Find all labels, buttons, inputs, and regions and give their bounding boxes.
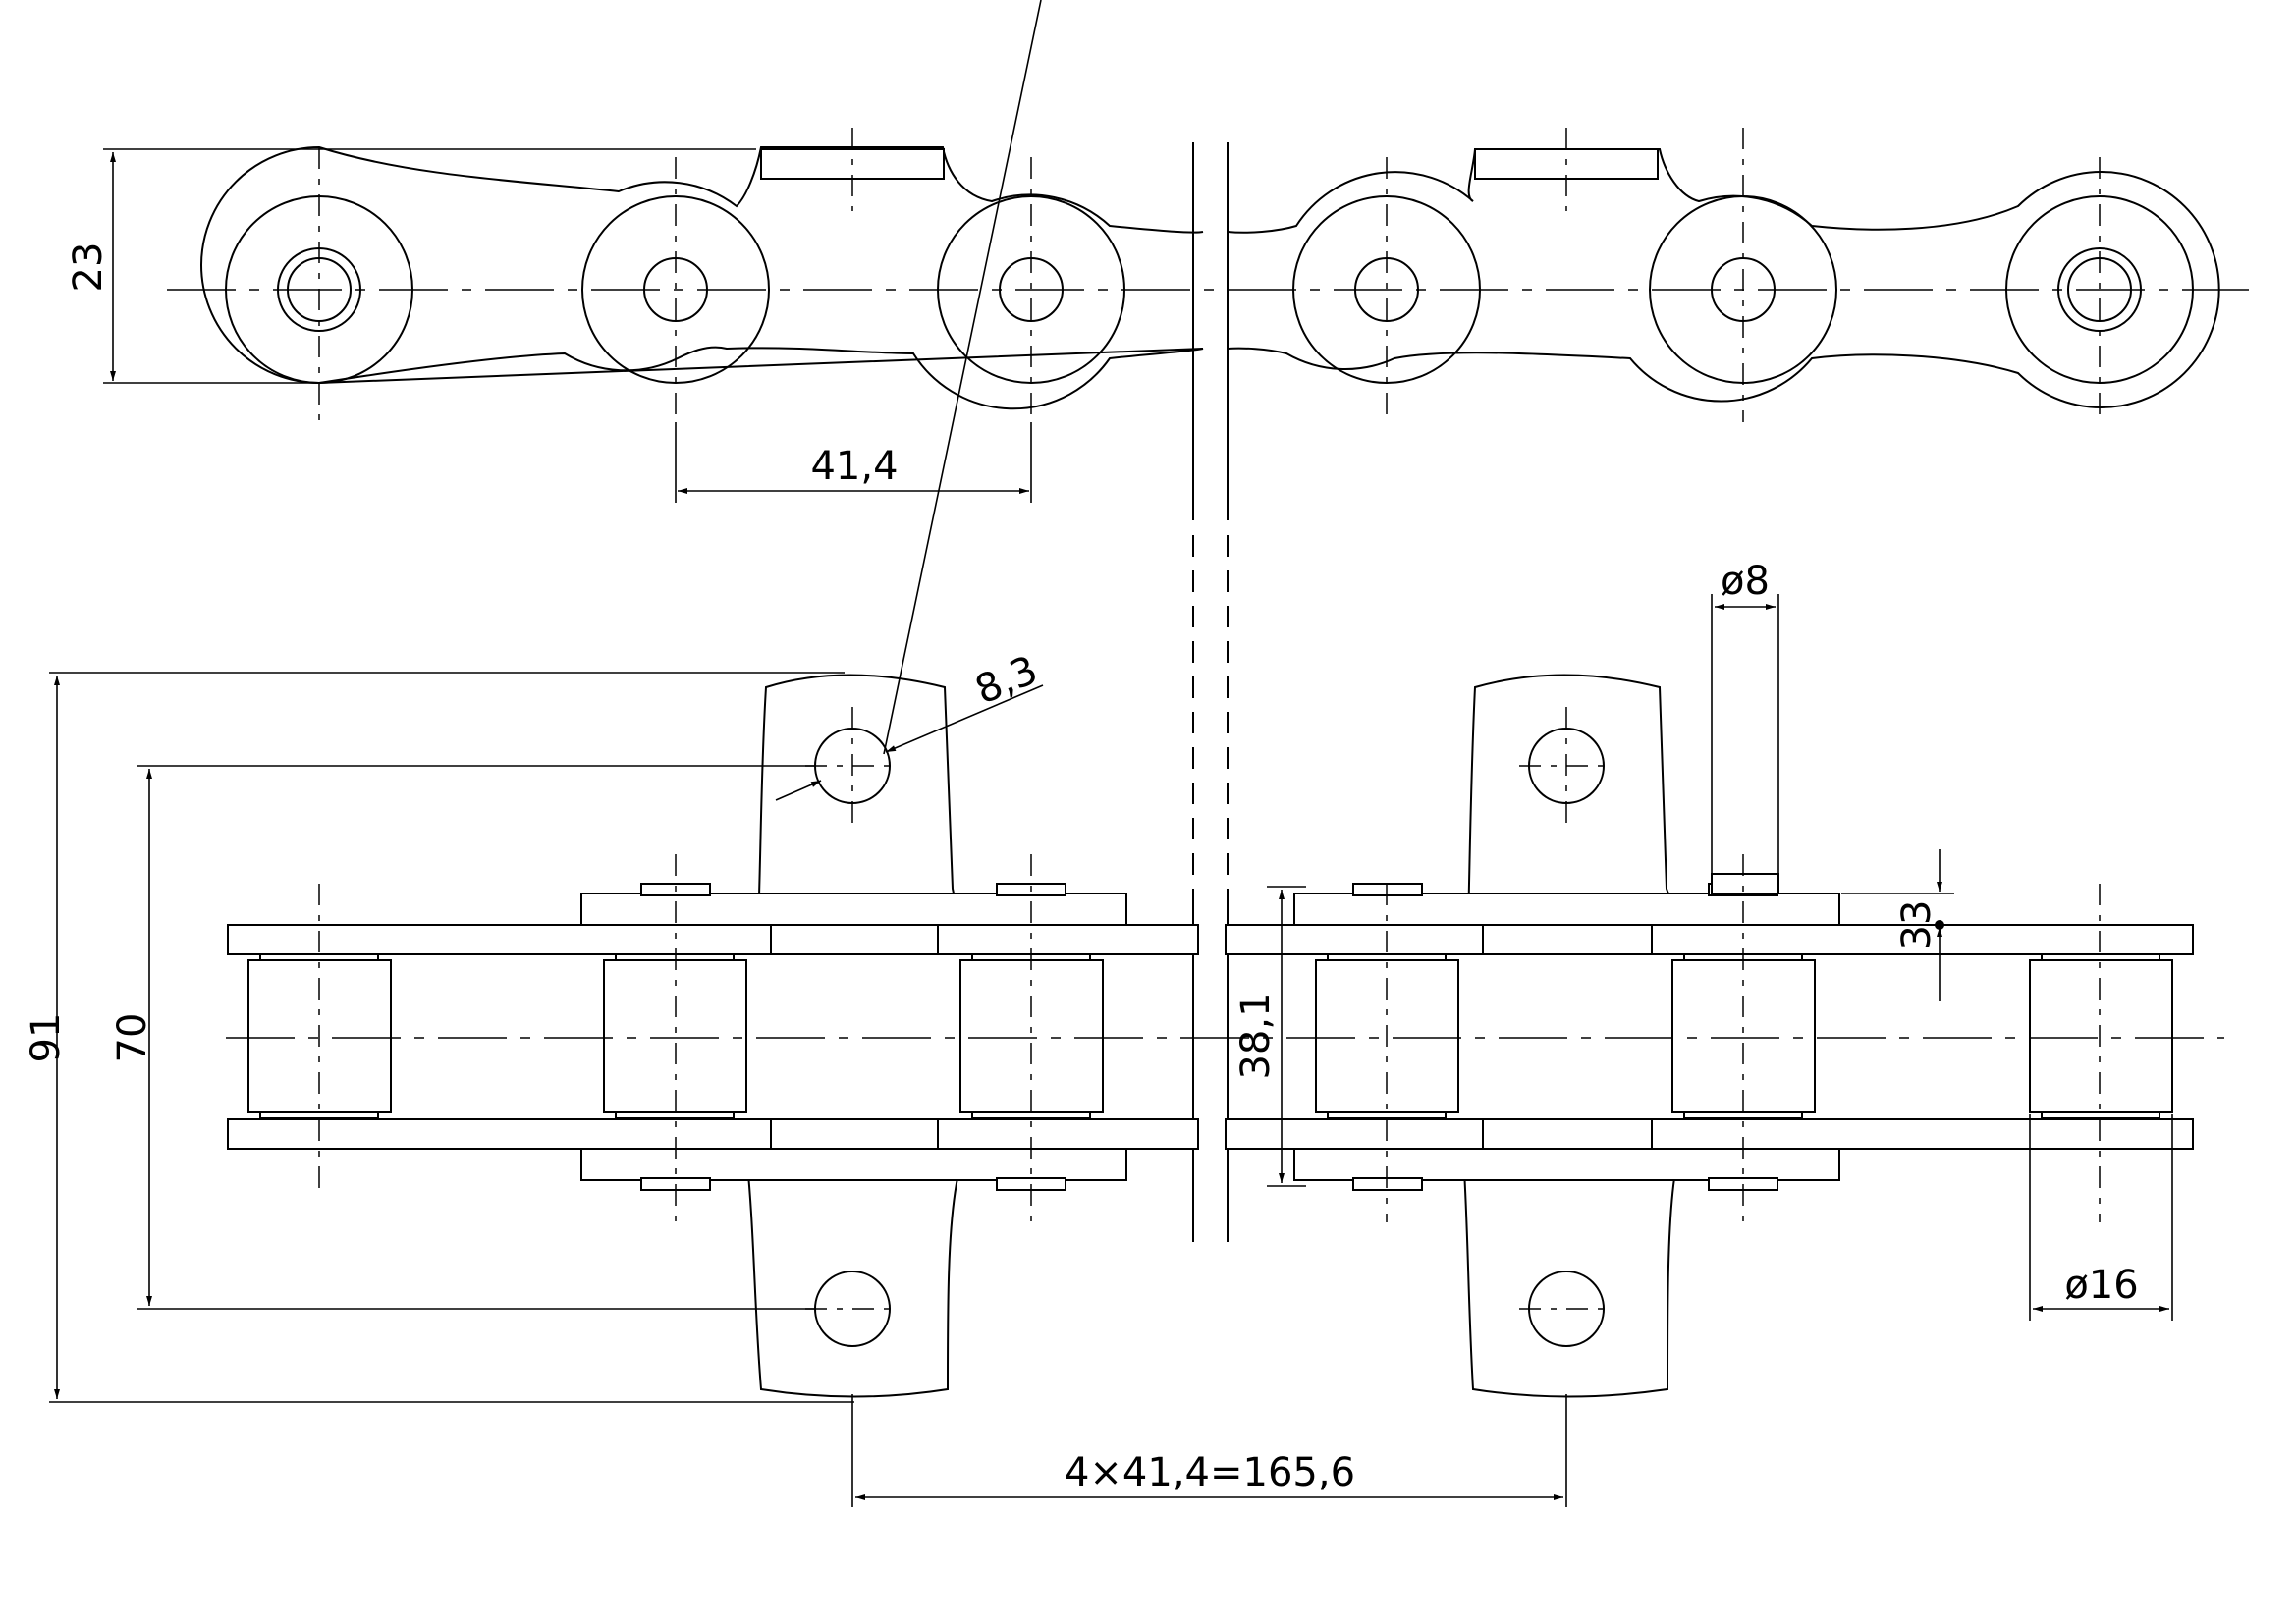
dim-attachment-pitch-label: 4×41,4=165,6: [1065, 1450, 1355, 1495]
bolt-head: [1352, 883, 1423, 896]
plan-view: 91 70 8,3 38,1 ø8: [24, 0, 2224, 1507]
dim-total-height-label: 91: [24, 1013, 69, 1063]
side-bar-upper: [1225, 924, 2194, 955]
attachment-lug-upper: [1467, 674, 1710, 929]
dim-inner-width-label: 38,1: [1233, 992, 1279, 1079]
attachment-base-plate: [580, 1148, 1127, 1181]
dim-plate-offset-label: 33: [1894, 900, 1940, 950]
dim-hole-spacing-label: 70: [110, 1013, 155, 1063]
dim-hole-spacing: 70: [110, 765, 815, 1310]
dim-side-pitch-label: 41,4: [810, 444, 898, 489]
dim-inner-width: 38,1: [1233, 886, 1306, 1187]
dim-side-height: 23: [66, 148, 756, 384]
side-bar-lower: [1225, 1118, 2194, 1150]
attachment-lug-upper: [757, 674, 993, 929]
bolt-head: [1352, 1177, 1423, 1191]
dim-hole-diameter-label: 8,3: [969, 647, 1045, 713]
dim-plate-offset: 33: [1841, 849, 1954, 1001]
attachment-lug-lower: [745, 1153, 1003, 1398]
side-bar-upper: [227, 924, 1199, 955]
dim-side-pitch: 41,4: [675, 422, 1032, 503]
pin-shaft: [1711, 873, 1779, 894]
attachment-base-plate: [1293, 893, 1840, 926]
break-lines: [1192, 142, 1229, 1242]
dim-total-height: 91: [24, 672, 854, 1403]
attachment-base-plate: [580, 893, 1127, 926]
dim-pin-diameter-label: ø8: [1721, 559, 1770, 604]
side-link-left: [200, 145, 1204, 410]
side-bar-lower: [227, 1118, 1199, 1150]
dim-roller-diameter-label: ø16: [2064, 1263, 2138, 1308]
side-view: 23 41,4: [66, 128, 2249, 503]
dim-pin-diameter: ø8: [1711, 559, 1779, 874]
rollers: [247, 953, 2173, 1119]
dim-roller-diameter: ø16: [2029, 1114, 2173, 1321]
side-link-right: [1227, 148, 2220, 408]
attachment-base-plate: [1293, 1148, 1840, 1181]
dim-attachment-pitch: 4×41,4=165,6: [851, 1394, 1567, 1507]
attachment-lug-lower: [1462, 1153, 1715, 1398]
roller: [2029, 959, 2173, 1113]
dim-side-height-label: 23: [66, 243, 111, 293]
